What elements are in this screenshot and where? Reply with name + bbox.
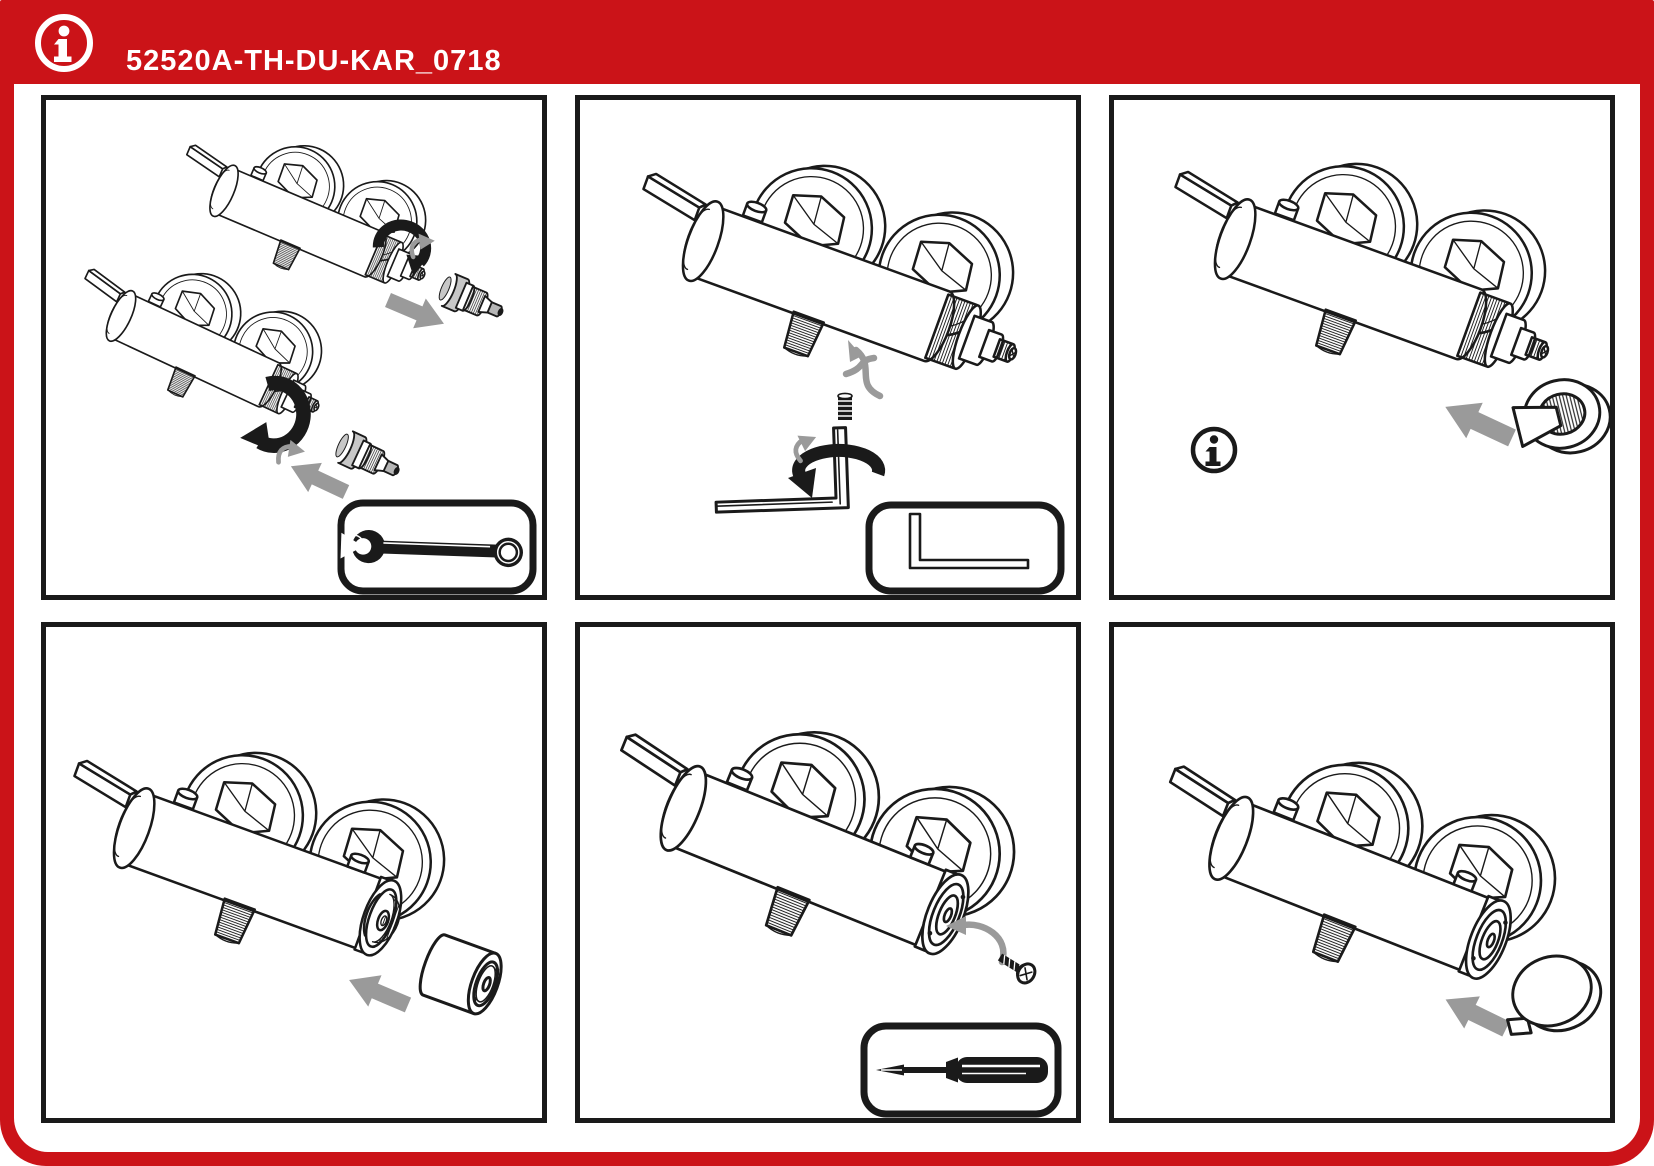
illustration-limit-ring [1114,100,1610,595]
illustration-set-screw-hex-key [580,100,1065,595]
illustration-handle-install [46,627,503,1021]
illustration-cartridge-removal [46,100,537,595]
panel-step-3 [1109,95,1615,600]
insert-direction-arrow [842,340,884,400]
cartridge-part [434,270,511,330]
cap-part [1506,954,1603,1036]
rotation-arrow [788,443,886,498]
valve-illustration [1140,105,1587,423]
panel-step-2 [575,95,1081,600]
tool-badge-wrench [337,499,537,595]
valve-illustration [46,694,461,1003]
cartridge-part [330,427,407,489]
document-code: 52520A-TH-DU-KAR_0718 [126,45,502,77]
illustration-cap-install [1114,627,1603,1046]
illustration-handle-screw [580,627,1062,1118]
insert-direction-arrow [1437,983,1514,1046]
hex-key-tool [714,426,850,514]
valve-illustration [608,107,1055,425]
insert-direction-arrow [1437,389,1521,456]
info-icon [1193,429,1235,471]
tool-badge-screwdriver [860,1022,1062,1118]
insert-direction-arrow [342,964,415,1021]
valve-illustration [580,664,1034,1006]
tool-badge-hex-key [865,501,1065,595]
handle-part [418,933,503,1016]
valve-illustration [1131,697,1574,1029]
hex-key-icon [908,512,1030,570]
panel-step-1 [41,95,547,600]
limit-ring-part [1511,378,1610,455]
grub-screw-part [837,392,853,421]
panel-step-4 [41,622,547,1123]
panel-step-5 [575,622,1081,1123]
panel-step-6 [1109,622,1615,1123]
info-icon [35,14,93,72]
insert-direction-arrow [946,916,1007,966]
